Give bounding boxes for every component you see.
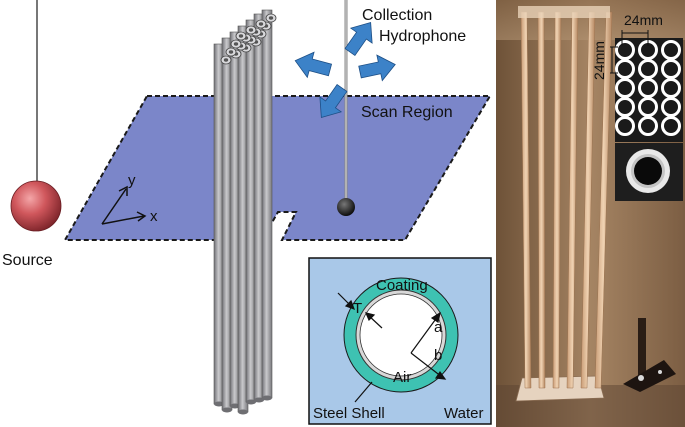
thickness-label: T [353, 300, 362, 317]
rod-top-end [230, 39, 242, 49]
rod-end [238, 409, 248, 415]
air-core [359, 293, 443, 377]
photo-dowel [537, 11, 546, 389]
scan-region-label: Scan Region [361, 104, 453, 121]
hole-ring [638, 116, 658, 136]
hydrophone-ball [337, 198, 355, 216]
photo-square-tool [623, 318, 676, 392]
rod-end [262, 395, 272, 401]
hole-ring [638, 59, 658, 79]
hole-ring [615, 78, 635, 98]
rod [261, 9, 273, 399]
steel-shell-label: Steel Shell [313, 405, 385, 422]
hole-ring [661, 78, 681, 98]
scan-direction-arrows [294, 21, 396, 119]
hole-ring [615, 97, 635, 117]
spacing-vertical-label: 24mm [591, 41, 607, 80]
hydrophone-label: Hydrophone [379, 28, 466, 45]
water-label: Water [444, 405, 483, 422]
rod-end [230, 403, 240, 409]
rod-top-end [225, 47, 237, 57]
hole-ring [661, 40, 681, 60]
arrow-down-left-icon [319, 84, 348, 119]
hole-ring [615, 116, 635, 136]
rod-top-end [265, 13, 277, 23]
photo-panel: 24mm 24mm [496, 0, 685, 427]
coating-label: Coating [376, 277, 428, 294]
air-label: Air [393, 369, 411, 386]
cross-section-inset: Coating T a b Air Steel Shell Water [308, 257, 492, 425]
rod-end [254, 397, 264, 403]
radius-b-label: b [434, 347, 442, 364]
rod-top-end [245, 25, 257, 35]
arrow-right-icon [358, 54, 396, 82]
single-rod-closeup [615, 143, 683, 201]
axis-indicator [101, 185, 147, 225]
schematic-panel: Source y x Scan Region [2, 0, 492, 425]
rod-top-end [220, 55, 232, 65]
arrow-up-right-icon [344, 21, 373, 56]
hole-pattern-inset: 24mm 24mm [591, 12, 683, 142]
rod-top-end [235, 31, 247, 41]
collection-label: Collection [362, 7, 432, 24]
hole-ring [615, 59, 635, 79]
rod-end [222, 407, 232, 413]
source-sphere [10, 180, 62, 232]
spacing-horizontal-label: 24mm [624, 12, 663, 28]
rod-end [214, 401, 224, 407]
photo-top-frame [518, 6, 610, 18]
steel-shell-pointer [354, 381, 373, 403]
hole-ring [638, 78, 658, 98]
radius-a-label: a [434, 319, 443, 336]
rod-end [246, 399, 256, 405]
hole-ring [661, 59, 681, 79]
hole-ring [615, 40, 635, 60]
scan-region-plane [63, 95, 492, 241]
rod-top-end [255, 19, 267, 29]
source-label: Source [2, 252, 53, 269]
hole-ring [661, 97, 681, 117]
arrow-left-icon [294, 51, 333, 79]
rod-bundle [213, 9, 277, 415]
axis-y-label: y [128, 172, 136, 189]
hole-ring [661, 116, 681, 136]
hole-ring [638, 97, 658, 117]
axis-x-label: x [150, 208, 158, 225]
